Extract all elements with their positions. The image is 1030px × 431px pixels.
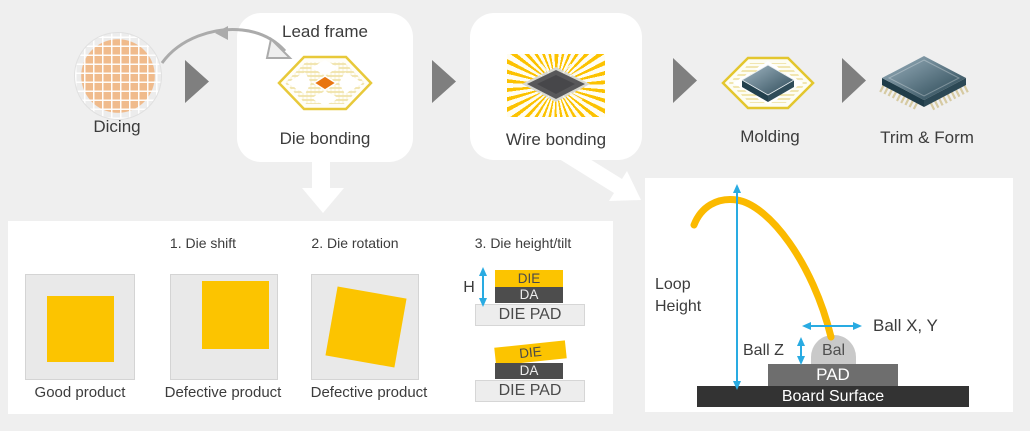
wire-bonding-card: Wire bonding [470, 13, 642, 160]
step-label-die-bonding: Die bonding [279, 129, 371, 148]
step-label-molding: Molding [740, 127, 800, 146]
stack2-die-pad-bar: DIE PAD [475, 380, 585, 402]
lead-frame-label: Lead frame [282, 22, 368, 41]
wire-bonding-icon [507, 54, 605, 117]
die-rotated [325, 286, 407, 368]
lead-frame-icon [277, 55, 373, 111]
stack2-da-bar: DA [495, 363, 563, 379]
stack1-die-bar: DIE [495, 270, 563, 287]
process-arrow-4 [842, 58, 866, 103]
die-bonding-card: Lead frame Die bonding [237, 13, 413, 162]
caption-good-product: Good product [34, 384, 126, 401]
loop-height-label: Loop Height [655, 276, 702, 315]
die-shifted [202, 281, 269, 349]
molding-icon [721, 56, 815, 110]
die-bonding-callout-arrow [302, 158, 344, 213]
process-arrow-1 [185, 60, 209, 103]
die-centered [47, 296, 114, 362]
step-label-wire-bonding: Wire bonding [505, 130, 607, 149]
trim-form-icon [879, 56, 969, 111]
wire-bond-panel: Loop Height Ball X, Y Ball Z Bal PAD Boa… [645, 178, 1013, 412]
step-label-dicing: Dicing [93, 117, 141, 136]
defect-heading-die-shift: 1. Die shift [169, 235, 237, 251]
stack1-da-bar: DA [495, 287, 563, 303]
stack1-die-pad-bar: DIE PAD [475, 304, 585, 326]
wafer-icon [74, 32, 162, 120]
ball-z-label: Ball Z [743, 342, 784, 359]
stack2-die-bar-tilted: DIE [494, 340, 567, 366]
ball-xy-label: Ball X, Y [873, 316, 938, 335]
caption-defective-2: Defective product [310, 384, 428, 401]
die-rotation-figure [311, 274, 419, 380]
process-arrow-2 [432, 60, 456, 103]
process-arrow-3 [673, 58, 697, 103]
die-shift-figure [170, 274, 278, 380]
caption-defective-1: Defective product [164, 384, 282, 401]
defect-heading-die-rotation: 2. Die rotation [311, 235, 399, 251]
defect-heading-die-height-tilt: 3. Die height/tilt [474, 235, 572, 251]
good-product-figure [25, 274, 135, 380]
board-surface-bar: Board Surface [697, 386, 969, 407]
height-dim-label: H [463, 279, 475, 296]
pad-bar: PAD [768, 364, 898, 386]
step-label-trim-form: Trim & Form [880, 128, 974, 147]
die-defects-panel: 1. Die shift 2. Die rotation 3. Die heig… [8, 221, 613, 414]
